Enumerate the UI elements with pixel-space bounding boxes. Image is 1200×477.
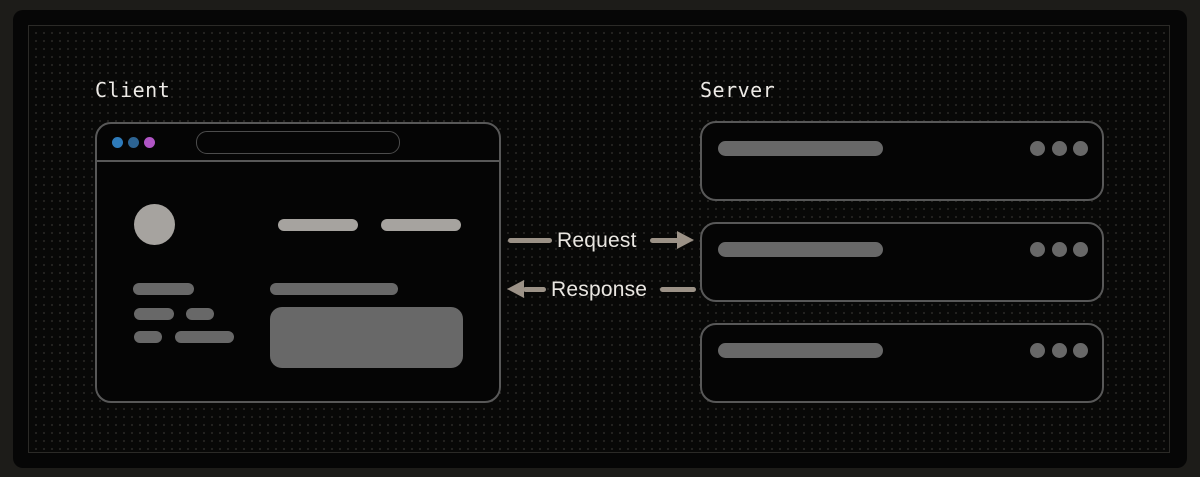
server-dot-icon	[1052, 141, 1067, 156]
arrow-left-icon	[507, 280, 524, 298]
placeholder-pill	[718, 343, 883, 358]
server-box	[700, 222, 1104, 302]
placeholder-pill	[270, 283, 398, 295]
server-dot-icon	[1030, 343, 1045, 358]
placeholder-pill	[134, 308, 174, 320]
placeholder-pill	[278, 219, 358, 231]
placeholder-pill	[718, 242, 883, 257]
window-control-dot-icon	[112, 137, 123, 148]
server-dot-icon	[1073, 141, 1088, 156]
arrow-right-icon	[677, 231, 694, 249]
placeholder-pill	[381, 219, 461, 231]
request-label: Request	[557, 229, 637, 252]
window-control-dot-icon	[144, 137, 155, 148]
server-dot-icon	[1030, 141, 1045, 156]
server-dot-icon	[1073, 343, 1088, 358]
server-box	[700, 323, 1104, 403]
client-browser-window	[95, 122, 501, 403]
window-control-dot-icon	[128, 137, 139, 148]
request-arrow-shaft	[650, 238, 681, 243]
browser-url-bar	[196, 131, 400, 154]
server-box	[700, 121, 1104, 201]
server-dot-icon	[1052, 343, 1067, 358]
response-arrow-shaft	[523, 287, 546, 292]
server-section-label: Server	[700, 78, 776, 102]
server-dot-icon	[1073, 242, 1088, 257]
request-line	[508, 238, 552, 243]
response-label: Response	[551, 278, 648, 301]
server-dot-icon	[1030, 242, 1045, 257]
client-section-label: Client	[95, 78, 171, 102]
placeholder-pill	[133, 283, 194, 295]
browser-titlebar	[97, 124, 499, 162]
response-line	[660, 287, 696, 292]
placeholder-pill	[186, 308, 214, 320]
server-dot-icon	[1052, 242, 1067, 257]
placeholder-pill	[134, 331, 162, 343]
placeholder-pill	[718, 141, 883, 156]
placeholder-content-block	[270, 307, 463, 368]
placeholder-pill	[175, 331, 234, 343]
avatar	[134, 204, 175, 245]
